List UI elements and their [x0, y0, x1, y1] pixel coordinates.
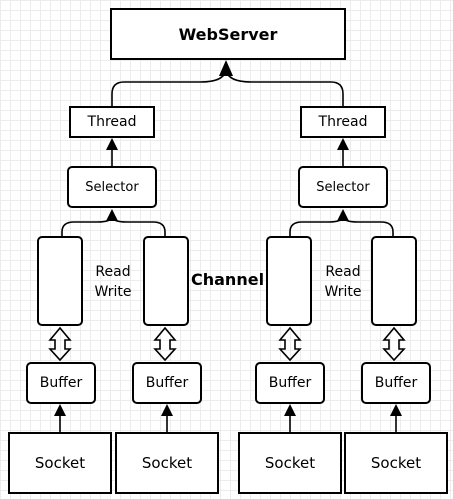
- channel-box-2: [143, 236, 189, 326]
- webserver-label: WebServer: [178, 24, 278, 44]
- socket-label-4: Socket: [370, 454, 422, 472]
- channel-label: Channel: [191, 270, 265, 289]
- buffer-label-3: Buffer: [268, 375, 312, 391]
- buffer-arrowhead-3: [284, 404, 296, 416]
- buffer-label-2: Buffer: [145, 375, 189, 391]
- socket-label-1: Socket: [34, 454, 86, 472]
- thread-label-right: Thread: [318, 114, 368, 130]
- socket-label-2: Socket: [141, 454, 193, 472]
- buffer-arrowhead-1: [54, 404, 66, 416]
- selector-label-right: Selector: [316, 179, 370, 195]
- server-arrowhead: [219, 60, 233, 76]
- socket-label-3: Socket: [264, 454, 316, 472]
- selector-box-left: Selector: [67, 166, 157, 208]
- channel-buffer-double-arrow-2: [153, 326, 177, 362]
- selector-arrowhead-right: [337, 209, 349, 221]
- buffer-label-1: Buffer: [39, 375, 83, 391]
- thread-server-connector-right: [225, 67, 344, 106]
- channel-buffer-double-arrow-3: [278, 326, 302, 362]
- write-label-left: Write: [94, 284, 132, 300]
- channel-box-3: [266, 236, 312, 326]
- channel-selector-connector-1: [61, 215, 113, 238]
- thread-server-connector-left: [111, 67, 227, 106]
- thread-label-left: Thread: [87, 114, 137, 130]
- thread-box-right: Thread: [300, 106, 386, 138]
- socket-box-1: Socket: [8, 432, 112, 494]
- channel-selector-connector-3: [289, 215, 344, 238]
- channel-selector-connector-2: [111, 215, 166, 238]
- socket-box-4: Socket: [344, 432, 448, 494]
- channel-selector-connector-4: [342, 215, 394, 238]
- buffer-arrowhead-2: [161, 404, 173, 416]
- buffer-box-1: Buffer: [26, 362, 96, 404]
- buffer-box-2: Buffer: [132, 362, 202, 404]
- thread-arrowhead-left: [106, 138, 118, 150]
- selector-arrowhead-left: [106, 209, 118, 221]
- buffer-label-4: Buffer: [374, 375, 418, 391]
- buffer-box-4: Buffer: [361, 362, 431, 404]
- read-write-label-right: Read Write: [318, 262, 368, 302]
- write-label-right: Write: [324, 284, 362, 300]
- socket-box-2: Socket: [115, 432, 219, 494]
- thread-arrowhead-right: [337, 138, 349, 150]
- channel-box-1: [37, 236, 83, 326]
- channel-box-4: [371, 236, 417, 326]
- thread-box-left: Thread: [69, 106, 155, 138]
- webserver-box: WebServer: [110, 8, 346, 60]
- buffer-arrowhead-4: [390, 404, 402, 416]
- socket-box-3: Socket: [238, 432, 342, 494]
- selector-label-left: Selector: [85, 179, 139, 195]
- selector-box-right: Selector: [298, 166, 388, 208]
- read-label-right: Read: [325, 264, 361, 280]
- channel-buffer-double-arrow-1: [48, 326, 72, 362]
- channel-buffer-double-arrow-4: [382, 326, 406, 362]
- read-label-left: Read: [95, 264, 131, 280]
- buffer-box-3: Buffer: [255, 362, 325, 404]
- read-write-label-left: Read Write: [88, 262, 138, 302]
